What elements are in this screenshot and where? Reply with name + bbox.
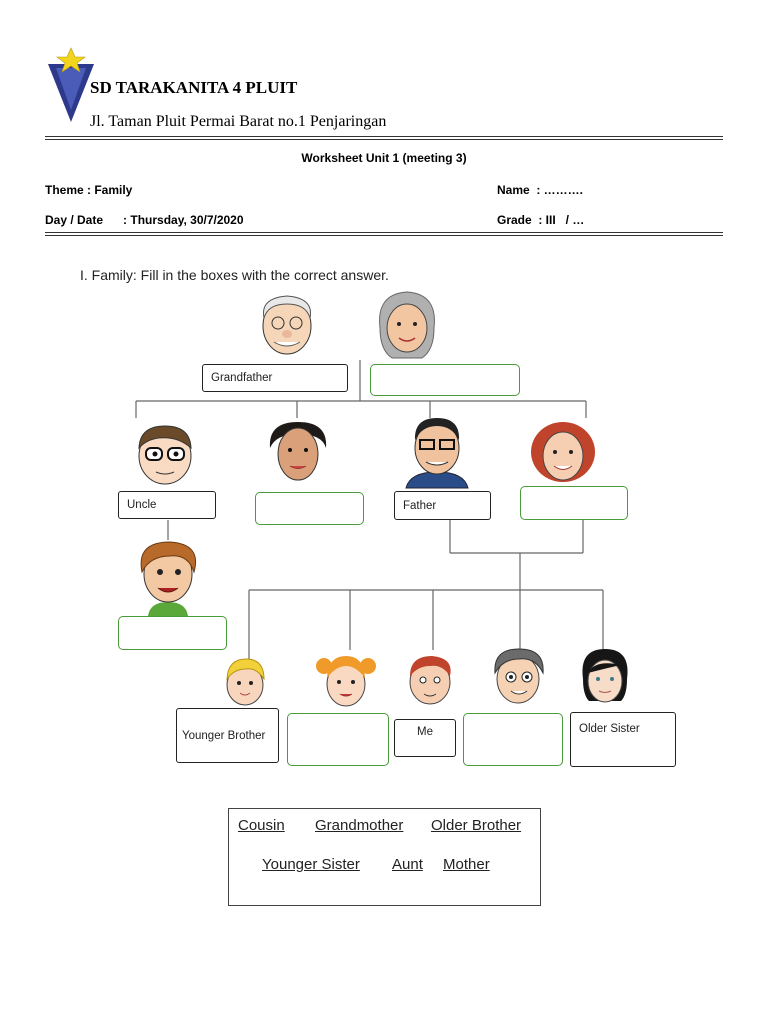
- mother-answer-box[interactable]: [520, 486, 628, 520]
- cousin-face-icon: [140, 541, 196, 616]
- older-sister-box: Older Sister: [570, 712, 676, 767]
- school-logo-icon: [48, 47, 94, 122]
- aunt-answer-box[interactable]: [255, 492, 364, 525]
- worksheet-title: Worksheet Unit 1 (meeting 3): [301, 151, 467, 165]
- header-divider-thin: [45, 139, 723, 140]
- younger-sister-face-icon: [316, 656, 376, 707]
- grandfather-face-icon: [262, 295, 312, 355]
- theme-label: Theme : Family: [45, 183, 133, 197]
- meta-divider: [45, 232, 723, 233]
- grandmother-face-icon: [379, 291, 435, 359]
- aunt-face-icon: [269, 422, 327, 481]
- older-sister-face-icon: [582, 649, 628, 703]
- me-face-icon: [409, 656, 451, 705]
- older-brother-answer-box[interactable]: [463, 713, 563, 766]
- older-brother-face-icon: [494, 648, 544, 704]
- younger-sister-answer-box[interactable]: [287, 713, 389, 766]
- me-box: Me: [394, 719, 456, 757]
- grade-field[interactable]: Grade : III / …: [497, 213, 585, 227]
- mother-face-icon: [531, 422, 595, 482]
- cousin-answer-box[interactable]: [118, 616, 227, 650]
- instruction-text: I. Family: Fill in the boxes with the co…: [80, 267, 389, 283]
- grandmother-answer-box[interactable]: [370, 364, 520, 396]
- uncle-face-icon: [138, 425, 192, 485]
- meta-divider-thin: [45, 235, 723, 236]
- word-bank: Cousin Grandmother Older Brother Younger…: [228, 808, 541, 906]
- younger-brother-box: Younger Brother: [176, 708, 279, 763]
- grandfather-box: Grandfather: [202, 364, 348, 392]
- word-younger-sister: Younger Sister: [262, 856, 360, 873]
- word-older-brother: Older Brother: [431, 817, 522, 834]
- word-mother: Mother: [443, 856, 490, 873]
- header-divider: [45, 136, 723, 137]
- name-field[interactable]: Name : ……….: [497, 183, 584, 197]
- word-aunt: Aunt: [392, 856, 423, 873]
- father-box: Father: [394, 491, 491, 520]
- younger-brother-face-icon: [226, 658, 265, 706]
- day-date-label: Day / Date : Thursday, 30/7/2020: [45, 213, 244, 227]
- word-grandmother: Grandmother: [315, 817, 404, 834]
- uncle-box: Uncle: [118, 491, 216, 519]
- word-cousin: Cousin: [238, 817, 285, 834]
- father-face-icon: [405, 418, 469, 489]
- school-address: Jl. Taman Pluit Permai Barat no.1 Penjar…: [90, 113, 387, 130]
- school-name: SD TARAKANITA 4 PLUIT: [90, 78, 298, 97]
